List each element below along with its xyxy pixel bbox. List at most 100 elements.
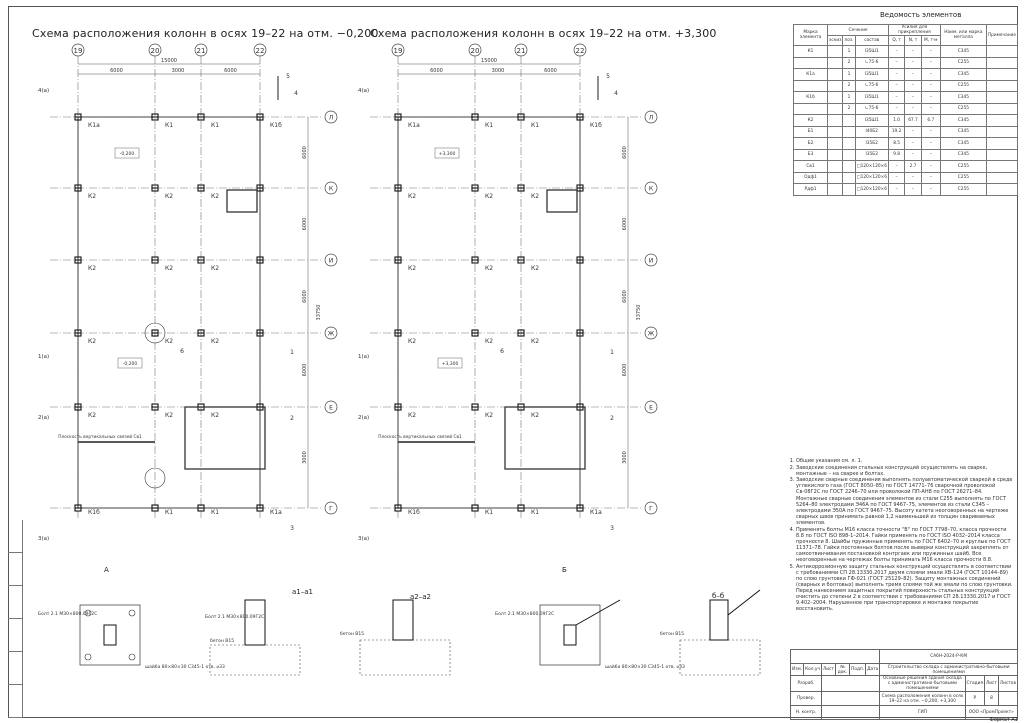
dim-total: 33750 — [316, 305, 322, 321]
column-mark: К2 — [531, 338, 539, 345]
axis-bubble — [644, 110, 658, 124]
dim-value: 6000 — [622, 290, 628, 303]
column-section — [563, 624, 577, 646]
dim-value: 6000 — [622, 218, 628, 231]
th-section: Сечение — [827, 24, 889, 36]
callout-circle — [144, 322, 166, 344]
th-q: Q, т — [887, 35, 906, 46]
axis-mark: 3(а) — [38, 536, 49, 542]
column-mark: К2 — [88, 412, 96, 419]
column-mark: К1 — [165, 122, 173, 129]
th-pos: поз. — [842, 35, 856, 46]
axis-mark: 3(а) — [358, 536, 369, 542]
stamp-col: Кол.уч — [803, 663, 822, 676]
column-mark: К2 — [165, 412, 173, 419]
section-number: 3 — [290, 525, 294, 532]
bracing-label: Плоскость вертикальных связей Св1 — [58, 433, 142, 440]
drawing-sheet — [8, 6, 1018, 718]
foundation — [679, 639, 761, 676]
detail-a-label: А — [104, 566, 109, 574]
column-mark: К2 — [88, 338, 96, 345]
table-row: 2∟75-6–––С255 — [792, 79, 1019, 92]
axis-bubble — [324, 501, 338, 515]
th-n: N, т — [904, 35, 922, 46]
level-box — [437, 357, 463, 369]
left-stamp-strip — [8, 520, 23, 718]
bolt — [128, 653, 136, 661]
column-mark: К2 — [211, 193, 219, 200]
bolt — [128, 609, 136, 617]
bolt-note: Болт 2.1 М30×800.09Г2С — [38, 611, 97, 617]
dim-value: 6000 — [622, 146, 628, 159]
dim-value: 6000 — [302, 146, 308, 159]
axis-bubble — [644, 253, 658, 267]
axis-label: Е — [649, 405, 653, 412]
column-mark: К2 — [408, 265, 416, 272]
axis-label: Г — [329, 506, 333, 513]
note-item: Общие указания см. л. 1. — [796, 458, 1015, 464]
column-mark: К1б — [408, 509, 420, 516]
plan-title-2: Схема расположения колонн в осях 19–22 н… — [370, 27, 717, 40]
brace — [727, 589, 761, 616]
th-note: Примечание — [985, 24, 1019, 46]
dim-value: 6000 — [544, 68, 557, 74]
column-mark: К2 — [485, 412, 493, 419]
sheet-title: Схема расположения колонн в осях 19–22 н… — [879, 691, 966, 706]
stamp-role: Н. контр. — [790, 705, 822, 720]
axis-bubble — [324, 110, 338, 124]
bolt — [84, 609, 92, 617]
detail-b-label: Б — [562, 566, 567, 574]
level-box — [434, 147, 460, 159]
bracing-label: Плоскость вертикальных связей Св1 — [378, 433, 462, 440]
section-number: 4 — [614, 90, 618, 97]
column-mark: К2 — [485, 265, 493, 272]
building-outline — [397, 116, 581, 509]
column-mark: К1а — [408, 122, 420, 129]
plan-title-1: Схема расположения колонн в осях 19–22 н… — [32, 27, 379, 40]
axis-label: И — [649, 258, 654, 265]
opening — [504, 406, 586, 470]
section-number: 1 — [290, 349, 294, 356]
axis-label: 20 — [151, 47, 160, 55]
section-number: 1 — [610, 349, 614, 356]
base-plate — [539, 604, 601, 666]
bolt-note: Болт 2.1 М30×800.09Г2С — [205, 614, 264, 620]
column-mark: К1 — [531, 509, 539, 516]
column-mark: К2 — [408, 338, 416, 345]
dim-value: 6000 — [302, 290, 308, 303]
dim-value: 6000 — [430, 68, 443, 74]
axis-bubble — [644, 326, 658, 340]
column-mark: К1 — [211, 509, 219, 516]
dim-value: 6000 — [224, 68, 237, 74]
stage-value: Р — [964, 691, 986, 706]
axis-label: Ж — [328, 331, 335, 338]
opening — [184, 406, 266, 470]
project-name: Строительство склада с административно-б… — [879, 663, 1018, 676]
axis-label: 20 — [471, 47, 480, 55]
washer-note: шайба 80×80×30 С345-1 отв. ⌀33 — [145, 663, 225, 670]
column-mark: К2 — [88, 265, 96, 272]
note-item: Заводские соединения стальных конструкци… — [796, 465, 1015, 477]
level-mark: -0,200 — [120, 151, 135, 157]
bolt-note: Болт 2.1 М30×800.09Г2С — [495, 611, 554, 617]
section-a1-label: а1–а1 — [292, 588, 313, 596]
foundation — [359, 639, 451, 676]
column-mark: К1 — [211, 122, 219, 129]
axis-label: 22 — [576, 47, 585, 55]
section-number: 2 — [290, 415, 294, 422]
th-forces: Усилия для прикрепления — [887, 24, 941, 36]
axis-label: 21 — [197, 47, 206, 55]
th-m: M, т·м — [920, 35, 941, 46]
axis-bubble — [324, 400, 338, 414]
column-mark: К2 — [531, 193, 539, 200]
stamp-role: Разраб. — [790, 675, 822, 692]
column-mark: К2 — [408, 412, 416, 419]
note-item: Применять болты М16 класса точности "В" … — [796, 527, 1015, 564]
